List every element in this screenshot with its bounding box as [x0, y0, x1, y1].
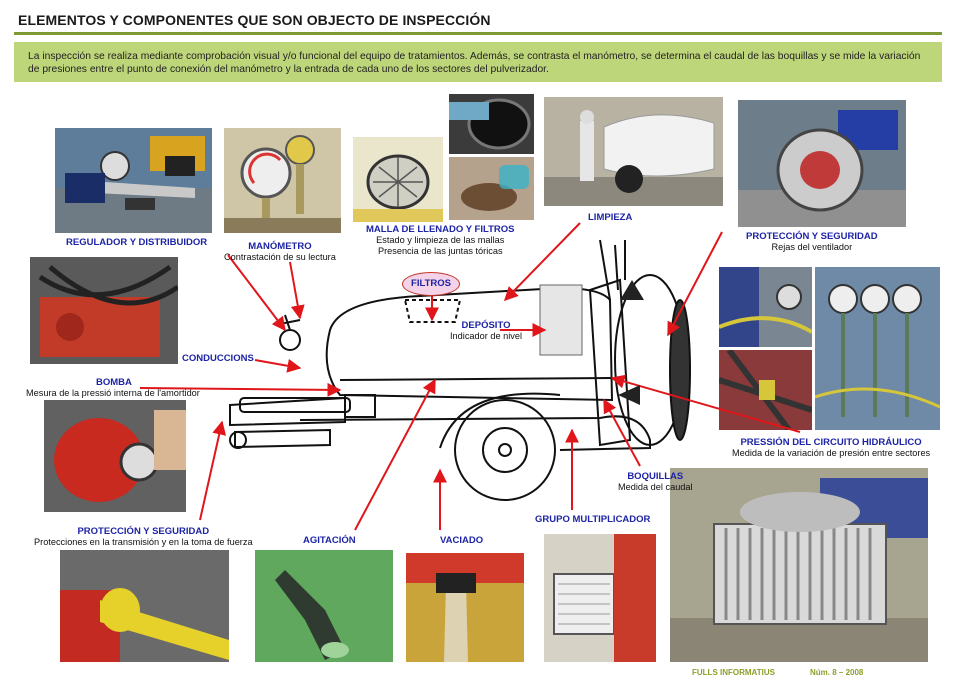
photo-agitacion — [255, 550, 393, 662]
photo-presion-1 — [719, 267, 812, 347]
intro-text: La inspección se realiza mediante compro… — [14, 42, 942, 82]
label-conducciones: CONDUCCIONS — [182, 353, 254, 364]
label-vaciado: VACIADO — [440, 535, 484, 546]
photo-proteccion-transmision — [60, 550, 229, 662]
photo-conducciones — [30, 257, 178, 364]
label-presion-circuito: PRESSIÓN DEL CIRCUITO HIDRÁULICO Medida … — [732, 437, 931, 458]
machine-outline — [229, 239, 691, 501]
photo-filtro-1 — [449, 94, 534, 154]
photo-ventilador — [738, 100, 906, 227]
label-regulador: REGULADOR Y DISTRIBUIDOR — [66, 237, 208, 248]
page-title: ELEMENTOS Y COMPONENTES QUE SON OBJECTO … — [18, 12, 491, 28]
photo-bomba — [44, 400, 186, 512]
level-indicator-gauge — [539, 284, 583, 356]
label-agitacion: AGITACIÓN — [303, 535, 356, 546]
filtros-badge: FILTROS — [402, 272, 460, 296]
photo-presion-2 — [719, 350, 812, 430]
footer-issue: Núm. 8 – 2008 — [810, 668, 864, 677]
footer-publication: FULLS INFORMATIUS — [692, 668, 775, 677]
label-grupo-multiplicador: GRUPO MULTIPLICADOR — [535, 514, 651, 525]
label-malla: MALLA DE LLENADO Y FILTROS Estado y limp… — [366, 224, 515, 256]
photo-regulador — [55, 128, 212, 233]
photo-vaciado — [406, 553, 524, 662]
pointer-arrows — [139, 222, 801, 531]
photo-malla — [353, 137, 443, 222]
label-proteccion-transmision: PROTECCIÓN Y SEGURIDAD Protecciones en l… — [34, 526, 253, 547]
label-limpieza: LIMPIEZA — [588, 212, 633, 223]
title-rule — [14, 32, 942, 35]
photo-presion-3 — [815, 267, 940, 430]
label-proteccion-ventilador: PROTECCIÓN Y SEGURIDAD Rejas del ventila… — [746, 231, 878, 252]
label-bomba: BOMBA Mesura de la pressió interna de l'… — [26, 377, 200, 398]
label-boquillas: BOQUILLAS Medida del caudal — [618, 471, 693, 492]
label-manometro: MANÓMETRO Contrastación de su lectura — [224, 241, 336, 262]
photo-manometro — [224, 128, 341, 233]
photo-filtro-2 — [449, 157, 534, 220]
label-deposito: DEPÓSITO Indicador de nivel — [450, 320, 523, 341]
photo-limpieza — [544, 97, 723, 206]
photo-grupo-multiplicador — [544, 534, 656, 662]
flow-arrows — [618, 280, 644, 405]
photo-reja-ventilador — [670, 468, 928, 662]
